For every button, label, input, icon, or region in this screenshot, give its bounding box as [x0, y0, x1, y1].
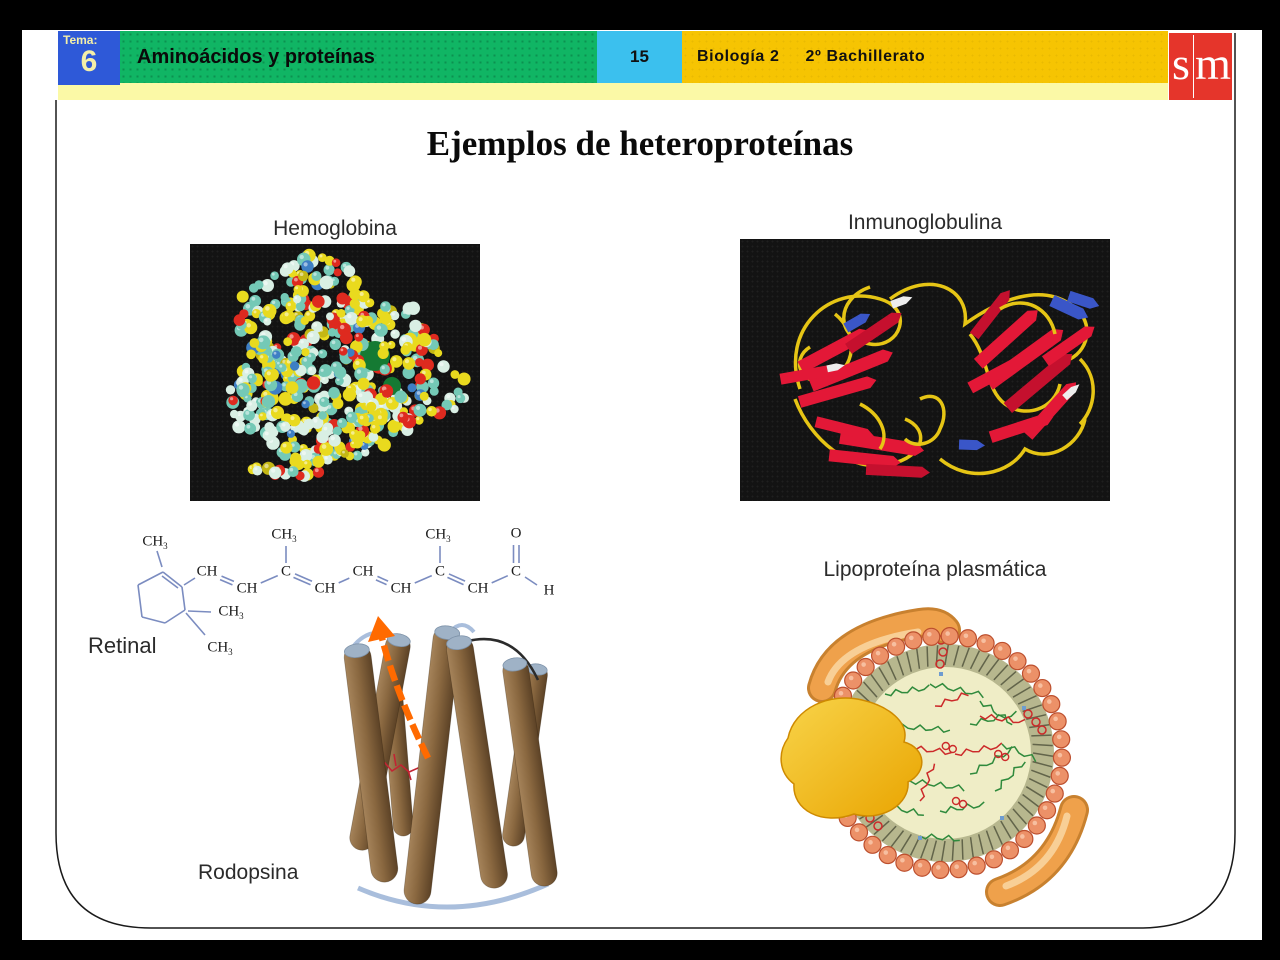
tema-box: Tema: 6	[58, 31, 120, 85]
retinal-atom-label: CH3	[218, 603, 244, 621]
header-title: Aminoácidos y proteínas	[137, 45, 375, 68]
lipoproteina-label: Lipoproteína plasmática	[823, 558, 1047, 581]
retinal-atom-label: C	[281, 563, 291, 579]
retinal-atom-label: CH	[315, 580, 336, 596]
retinal-atom-label: CH3	[271, 526, 297, 544]
header-title-bar: Aminoácidos y proteínas	[120, 31, 597, 83]
retinal-atom-label: CH	[237, 580, 258, 596]
retinal-atom-label: CH3	[207, 639, 233, 657]
hemoglobina-label: Hemoglobina	[273, 217, 397, 240]
retinal-atom-label: CH	[391, 580, 412, 596]
page-number-box: 15	[597, 31, 682, 83]
sm-logo-letter-m: m	[1195, 38, 1231, 89]
grade-name: 2º Bachillerato	[805, 48, 926, 65]
retinal-atom-label: O	[511, 525, 522, 541]
page-number: 15	[630, 47, 649, 66]
rodopsina-label: Rodopsina	[198, 861, 299, 884]
retinal-label: Retinal	[88, 633, 157, 658]
inmunoglobulina-label: Inmunoglobulina	[847, 211, 1003, 234]
hemoglobina-illustration	[190, 244, 480, 501]
retinal-atom-label: CH3	[142, 533, 168, 551]
retinal-atom-label: CH	[197, 563, 218, 579]
page-title: Ejemplos de heteroproteínas	[426, 124, 854, 163]
retinal-atom-label: C	[511, 563, 521, 579]
retinal-atom-label: C	[435, 563, 445, 579]
sm-logo-letter-s: s	[1172, 38, 1190, 89]
tema-number: 6	[80, 45, 98, 78]
inmunoglobulina-illustration	[740, 239, 1110, 501]
retinal-atom-label: CH3	[425, 526, 451, 544]
header-underline-strip	[58, 83, 1168, 100]
retinal-atom-label: CH	[468, 580, 489, 596]
course-name: Biología 2	[697, 48, 780, 65]
tema-label: Tema:	[63, 33, 98, 47]
lipoproteina-illustration	[780, 607, 1089, 907]
retinal-atom-label: CH	[353, 563, 374, 579]
rodopsina-illustration	[343, 616, 558, 910]
sm-logo-divider	[1193, 35, 1194, 98]
course-bar: Biología 2 2º Bachillerato	[682, 31, 1168, 83]
retinal-atom-label: H	[544, 582, 555, 598]
sm-logo: s m	[1169, 33, 1232, 100]
